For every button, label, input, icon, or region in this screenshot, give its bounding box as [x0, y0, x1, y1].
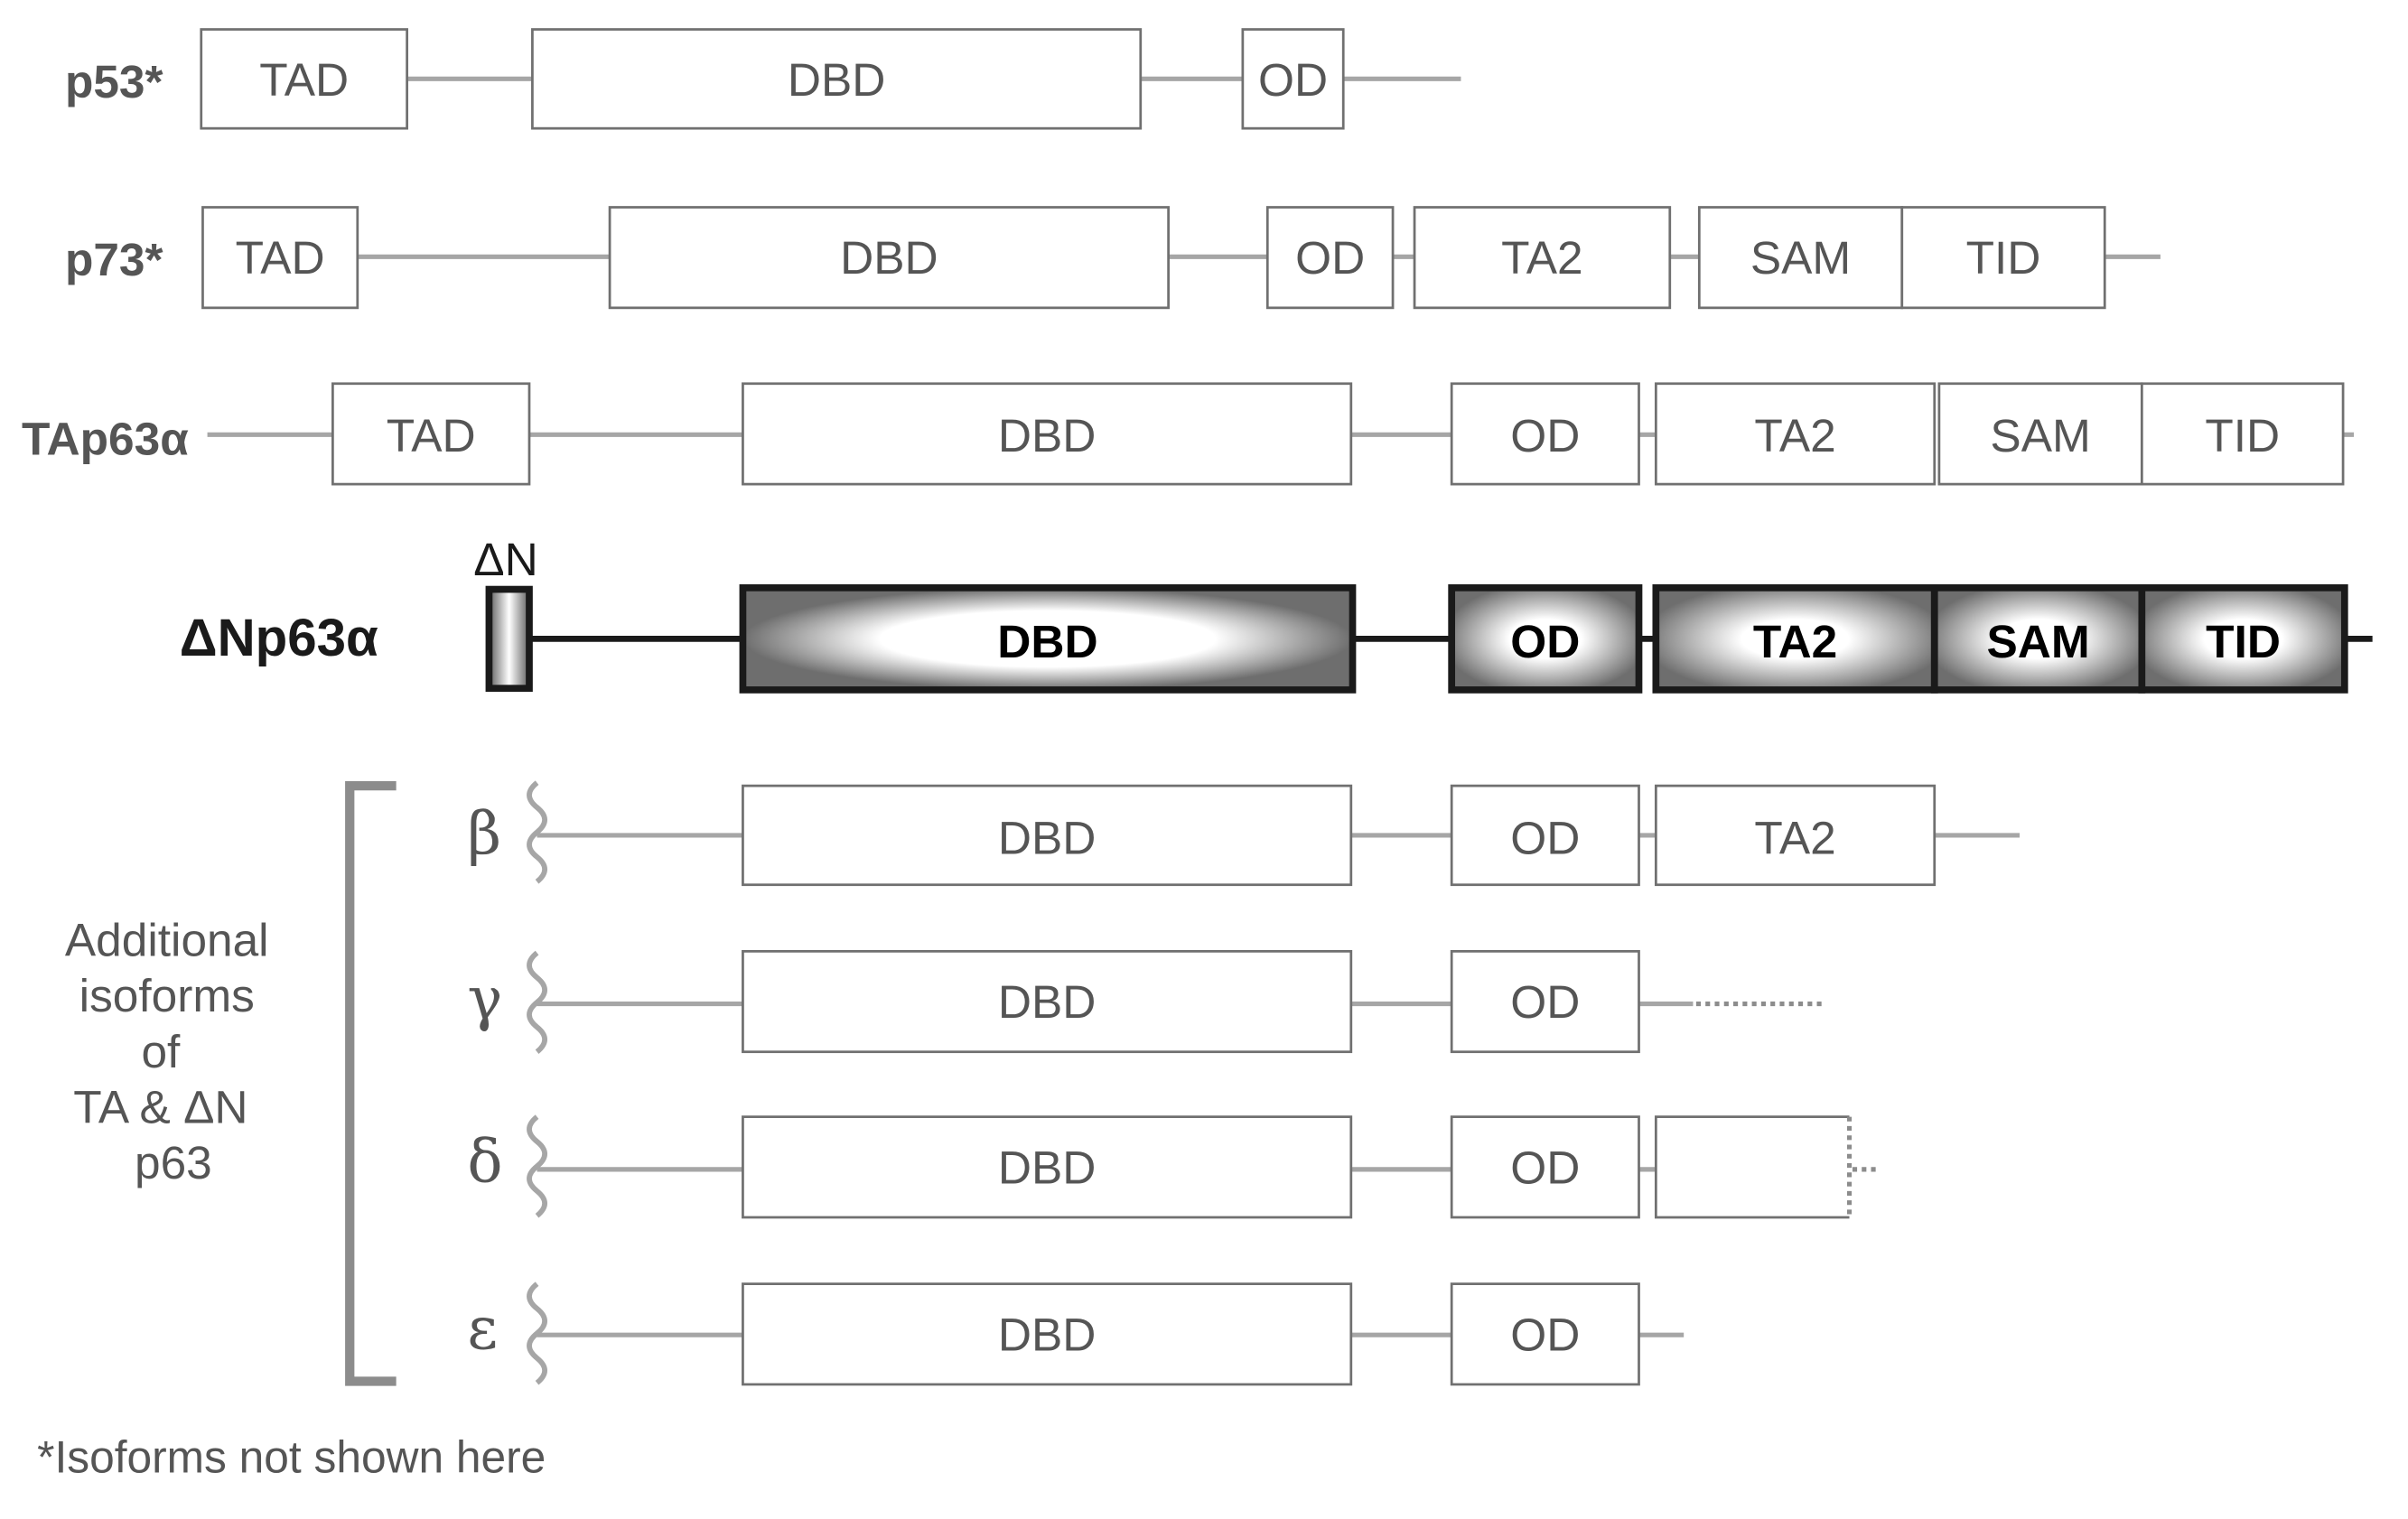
domain-label: OD [1258, 53, 1328, 106]
domain-label: OD [1510, 1308, 1580, 1360]
dn-segment-box [485, 585, 533, 693]
domain-box-tad [331, 382, 531, 486]
row-delta: δ DBD OD [467, 1114, 1880, 1219]
bracket-shape [345, 780, 397, 1386]
side-label: Additional isoforms of TA & ΔN p63 [65, 914, 282, 1189]
domain-label: DBD [998, 409, 1097, 461]
domain-box-od [1265, 206, 1395, 310]
row-tap63a: TAp63α TAD DBD OD TA2 SAM TID [22, 382, 2355, 486]
domain-label: TAD [387, 409, 476, 461]
domain-box-dbd [742, 1115, 1353, 1219]
domain-box-ta2 [1654, 382, 1937, 486]
domain-box-ta2 [1654, 784, 1937, 887]
truncation-wavy-mark [527, 780, 547, 884]
row-label-tap63a: TAp63α [22, 413, 189, 465]
domain-box-od [1450, 1282, 1640, 1386]
domain-label: OD [1510, 409, 1580, 461]
domain-label: SAM [1986, 615, 2089, 667]
domain-label: TAD [259, 53, 349, 106]
truncated-domain-box [1654, 1115, 1850, 1219]
row-label-p73: p73* [65, 233, 163, 285]
domain-box-tad [200, 28, 408, 130]
domain-box-od [1241, 28, 1345, 130]
row-p73: p73* TAD DBD OD TA2 SAM TID [65, 206, 2161, 310]
truncation-wavy-mark [527, 1114, 547, 1218]
domain-label: DBD [998, 975, 1097, 1028]
domain-label: TA2 [1501, 231, 1582, 284]
row-label-dnp63a: ΔNp63α [180, 609, 378, 667]
domain-label: TA2 [1754, 811, 1835, 863]
domain-box-dbd [742, 382, 1353, 486]
domain-label: OD [1510, 811, 1580, 863]
row-dnp63a: ΔNp63α ΔN DBD OD TA2 SAM TID [180, 533, 2373, 694]
domain-label: DBD [840, 231, 938, 284]
domain-box-tad [201, 206, 359, 310]
domain-box-ta2 [1652, 584, 1938, 694]
domain-box-od [1450, 1115, 1640, 1219]
domain-label: OD [1510, 975, 1580, 1028]
domain-box-dbd [739, 584, 1357, 694]
domain-label: DBD [998, 1308, 1097, 1360]
domain-box-od [1448, 584, 1643, 694]
domain-label: TID [2205, 409, 2280, 461]
row-beta: β DBD OD TA2 [467, 780, 2020, 887]
domain-label: TA2 [1753, 615, 1837, 667]
domain-box-sam [1697, 206, 1904, 310]
domain-label: DBD [998, 811, 1097, 863]
isoform-symbol-beta: β [467, 800, 501, 868]
domain-box-od [1450, 950, 1640, 1054]
domain-box-dbd [608, 206, 1170, 310]
additional-isoforms-bracket: Additional isoforms of TA & ΔN p63 [65, 780, 397, 1386]
isoform-symbol-epsilon: ε [467, 1296, 498, 1364]
dn-marker-label: ΔN [473, 533, 537, 585]
domain-label: DBD [788, 53, 886, 106]
domain-label: DBD [998, 1141, 1097, 1193]
domain-box-sam [1937, 382, 2143, 486]
domain-label: OD [1510, 1141, 1580, 1193]
domain-label: TAD [236, 231, 325, 284]
domain-box-tid [2140, 382, 2345, 486]
footnote: *Isoforms not shown here [37, 1432, 546, 1483]
domain-box-tid [2138, 584, 2348, 694]
domain-box-dbd [742, 950, 1353, 1054]
domain-label: OD [1510, 615, 1580, 667]
domain-label: TA2 [1754, 409, 1835, 461]
isoform-symbol-gamma: γ [467, 966, 502, 1034]
domain-box-dbd [742, 784, 1353, 887]
row-epsilon: ε DBD OD [467, 1281, 1685, 1386]
domain-box-sam [1930, 584, 2146, 694]
domain-label: DBD [997, 615, 1097, 667]
domain-box-ta2 [1413, 206, 1672, 310]
domain-box-dbd [742, 1282, 1353, 1386]
domain-box-tid [1900, 206, 2106, 310]
domain-box-od [1450, 784, 1640, 887]
domain-box-dbd [531, 28, 1143, 130]
domain-label: TID [1966, 231, 2041, 284]
row-label-p53: p53* [65, 55, 163, 107]
domain-label: OD [1295, 231, 1365, 284]
domain-label: SAM [1990, 409, 2090, 461]
isoform-symbol-delta: δ [467, 1129, 502, 1197]
domain-label: TID [2206, 615, 2281, 667]
row-p53: p53* TAD DBD OD [65, 28, 1461, 130]
domain-label: SAM [1750, 231, 1851, 284]
domain-box-od [1450, 382, 1640, 486]
row-gamma: γ DBD OD [467, 950, 1826, 1054]
